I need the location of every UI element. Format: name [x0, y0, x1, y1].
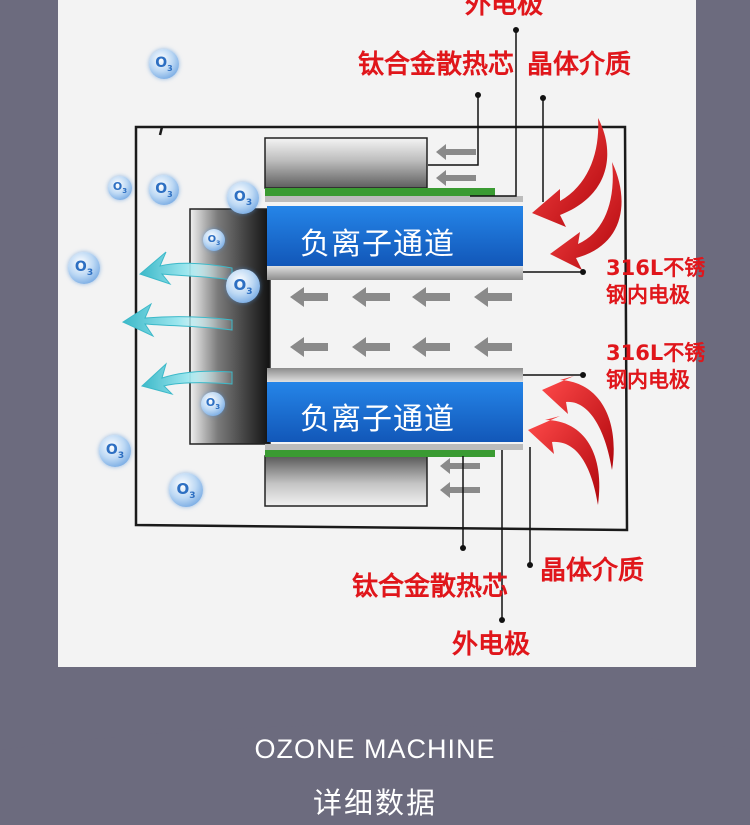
- ozone-bubble-subscript: 3: [189, 490, 196, 501]
- gray-arrow-icon: [290, 144, 512, 498]
- outer-electrode-top-label: 外电极: [465, 0, 544, 20]
- ozone-bubble-text: O3: [207, 233, 221, 247]
- ozone-bubble-subscript: 3: [167, 63, 173, 73]
- housing-outline: [134, 125, 629, 532]
- ozone-bubble-icon: O3: [68, 252, 100, 284]
- channel-bottom-label: 负离子通道: [300, 402, 455, 437]
- ozone-bubble-text: O3: [176, 479, 196, 501]
- outer-electrode-bottom-label: 外电极: [452, 630, 531, 660]
- ozone-bubble-subscript: 3: [122, 187, 128, 196]
- channel-top-label: 负离子通道: [300, 227, 455, 262]
- cyan-airflow-arrow-icon: [121, 251, 233, 395]
- ozone-bubble-icon: O3: [203, 229, 225, 251]
- inner-electrode-top-line1: 316L不锈: [606, 256, 706, 280]
- heat-core-bottom: [264, 455, 428, 507]
- ozone-bubble-subscript: 3: [216, 239, 221, 247]
- ozone-bubble-subscript: 3: [245, 197, 253, 208]
- ozone-bubble-text: O3: [112, 180, 128, 196]
- crystal-medium-top-label: 晶体介质: [527, 50, 632, 80]
- inner-electrode-bottom-label: 316L不锈 钢内电极: [606, 340, 705, 394]
- leader-dots: [460, 27, 586, 623]
- heat-core-bottom-label: 钛合金散热芯: [352, 572, 509, 602]
- crystal-medium-bottom-label: 晶体介质: [540, 556, 645, 586]
- leader-lines: [428, 30, 583, 620]
- ozone-bubble-icon: O3: [99, 435, 131, 467]
- footer-chinese-title: 详细数据: [312, 786, 437, 820]
- ozone-bubble-text: O3: [155, 181, 173, 199]
- crystal-layer-top: [265, 188, 523, 202]
- heat-core-top-label: 钛合金散热芯: [358, 50, 515, 80]
- ozone-bubble-subscript: 3: [167, 189, 173, 199]
- ozone-bubble-icon: O3: [201, 392, 225, 416]
- channel-top: [267, 206, 523, 280]
- ozone-bubble-icon: O3: [227, 182, 259, 214]
- diagram-panel: [58, 0, 696, 667]
- ozone-bubble-subscript: 3: [117, 450, 125, 461]
- footer-wave: [0, 725, 750, 825]
- ozone-bubble-text: O3: [233, 188, 253, 208]
- ozone-bubble-text: O3: [74, 258, 94, 278]
- ozone-bubble-icon: O3: [108, 176, 132, 200]
- inner-electrode-bottom-line2: 钢内电极: [606, 368, 690, 392]
- ozone-bubble-icon: O3: [169, 473, 203, 507]
- ozone-bubble-subscript: 3: [86, 267, 94, 278]
- ozone-bubble-icon: O3: [149, 49, 179, 79]
- ozone-bubble-text: O3: [155, 55, 173, 73]
- ozone-bubble-text: O3: [105, 441, 125, 461]
- ozone-bubble-text: O3: [233, 275, 253, 297]
- ozone-bubble-subscript: 3: [246, 286, 253, 297]
- footer-english-title: OZONE MACHINE: [254, 734, 496, 764]
- ozone-bubble-text: O3: [205, 396, 221, 412]
- ozone-bubble-icon: O3: [226, 269, 260, 303]
- inner-electrode-top-label: 316L不锈 钢内电极: [606, 255, 705, 309]
- ozone-bubble-icon: O3: [149, 175, 179, 205]
- heat-core-top: [264, 137, 428, 189]
- inner-electrode-bottom-line1: 316L不锈: [606, 341, 706, 365]
- ozone-bubble-subscript: 3: [215, 403, 221, 412]
- red-curved-arrow-icon: [528, 118, 622, 505]
- crystal-layer-bottom: [265, 444, 523, 457]
- inner-electrode-top-line2: 钢内电极: [606, 283, 690, 307]
- channel-bottom: [267, 368, 523, 442]
